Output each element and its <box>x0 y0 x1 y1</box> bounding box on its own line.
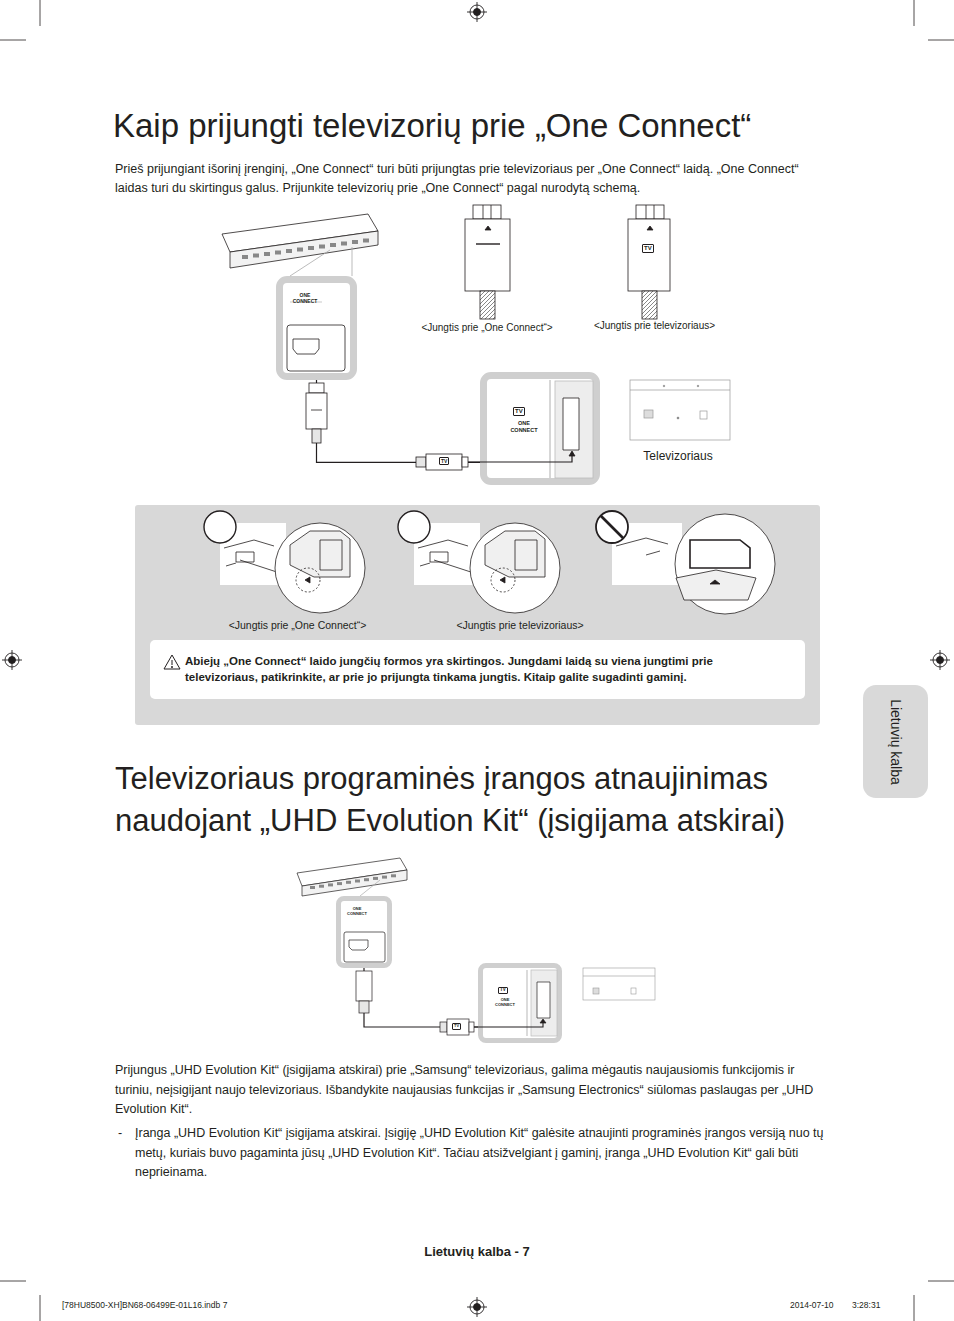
warning-box: Abiejų „One Connect“ laido jungčių formo… <box>150 640 805 699</box>
one-connect-inset: ONE CONNECT <box>276 276 357 380</box>
intro-text: Prieš prijungiant išorinį įrenginį, „One… <box>115 160 830 198</box>
one-connect-box <box>222 214 378 276</box>
hdmi-port <box>287 302 345 371</box>
section-heading: Televizoriaus programinės įrangos atnauj… <box>115 758 860 842</box>
connector-tv <box>628 205 670 319</box>
connector-one-connect <box>465 205 510 319</box>
print-info: [78HU8500-XH]BN68-06499E-01L16.indb 7 <box>62 1300 227 1310</box>
notice-band: Abiejų „One Connect“ laido jungčių formo… <box>135 505 820 725</box>
hdmi-port <box>344 932 385 962</box>
tv-icon: TV <box>498 987 508 994</box>
cable-plug <box>306 383 327 443</box>
tv-port <box>470 970 557 1036</box>
warning-text: Abiejų „One Connect“ laido jungčių formo… <box>185 654 787 685</box>
port-label: ONE CONNECT <box>290 292 320 304</box>
print-info: 3:28:31 <box>852 1300 880 1310</box>
tv-icon: TV <box>439 457 449 465</box>
caption: Televizoriaus <box>628 449 728 463</box>
language-tab: Lietuvių kalba <box>863 685 928 798</box>
cable <box>317 380 481 462</box>
tv-back-panel <box>583 968 655 1000</box>
print-info: 2014-07-10 <box>790 1300 833 1310</box>
one-connect-inset: ONE CONNECT <box>336 896 392 968</box>
bullet-text: Įranga „UHD Evolution Kit“ įsigijama ats… <box>135 1124 845 1183</box>
one-connect-box <box>297 858 407 896</box>
caption: <Jungtis prie televizoriaus> <box>582 320 727 332</box>
tv-icon: TV <box>513 407 525 416</box>
cable <box>364 968 478 1027</box>
cable-plug <box>416 454 468 470</box>
warning-icon <box>164 655 180 669</box>
caption: <Jungtis prie televizoriaus> <box>440 619 600 632</box>
tv-icon: TV <box>642 244 654 253</box>
body-text: Prijungus „UHD Evolution Kit“ (įsigijama… <box>115 1061 830 1120</box>
port-label: ONE CONNECT <box>493 998 517 1008</box>
tv-port <box>465 380 593 478</box>
bullet-dash: - <box>118 1124 122 1144</box>
page-title: Kaip prijungti televizorių prie „One Con… <box>113 106 933 146</box>
cable-plug <box>440 1019 474 1035</box>
tv-port-inset: TV ONE CONNECT <box>478 963 562 1043</box>
page-number: Lietuvių kalba - 7 <box>367 1244 587 1260</box>
cable-plug <box>356 971 372 1013</box>
port-label: ONE CONNECT <box>509 420 539 433</box>
plug-orientation-illustrations <box>204 511 775 614</box>
port-label: ONE CONNECT <box>346 907 368 917</box>
tv-back-panel <box>630 380 730 440</box>
tv-port-inset: TV ONE CONNECT <box>480 372 600 485</box>
tv-icon: TV <box>452 1023 461 1030</box>
tab-label: Lietuvių kalba <box>887 699 904 785</box>
caption: <Jungtis prie „One Connect“> <box>402 322 572 334</box>
caption: <Jungtis prie „One Connect“> <box>215 619 380 632</box>
